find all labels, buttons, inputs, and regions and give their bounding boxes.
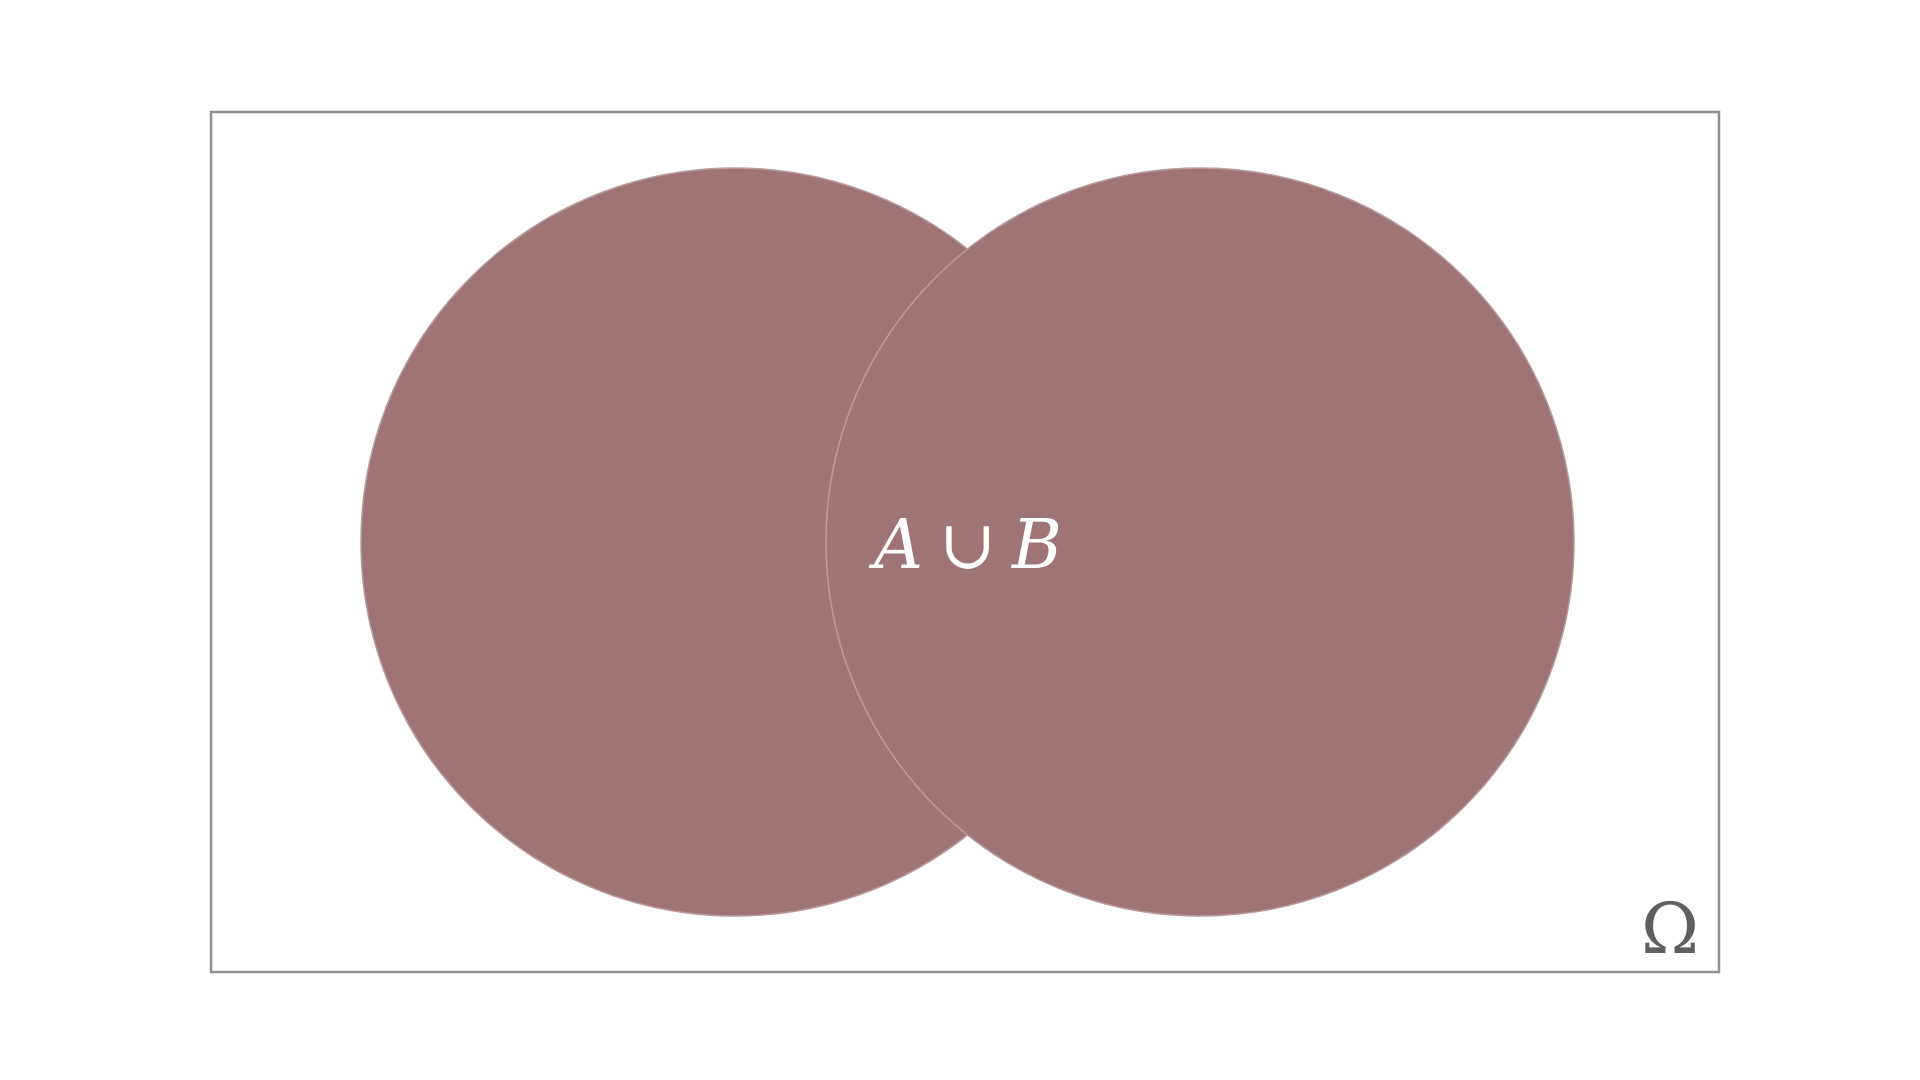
union-operator: ∪ (939, 506, 996, 585)
union-label: A∪B (868, 506, 1062, 585)
set-b-label: B (1010, 506, 1062, 585)
universe-label: Ω (1641, 888, 1699, 970)
set-b-circle (825, 167, 1575, 917)
set-a-label: A (868, 506, 923, 585)
universe-frame (209, 110, 1721, 974)
